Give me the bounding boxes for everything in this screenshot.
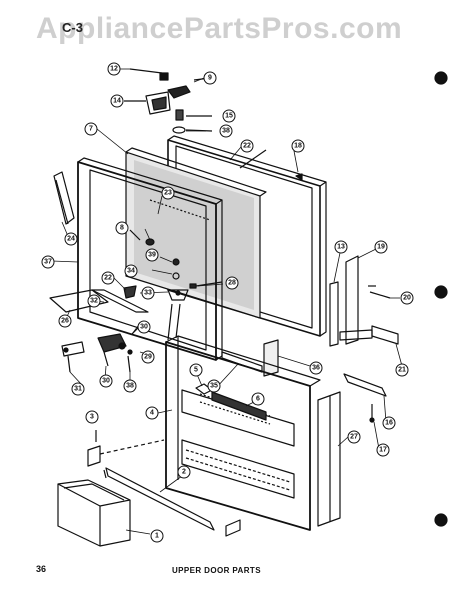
callout-24: 24 [67,236,75,243]
callout-39: 39 [148,252,156,259]
binder-hole-middle [434,285,448,299]
callout-38: 38 [126,383,134,390]
callout-circles [41,62,414,543]
watermark-text: AppliancePartsPros.com [36,12,403,45]
callout-12: 12 [110,66,118,73]
callout-23: 23 [164,190,172,197]
callout-20: 20 [403,295,411,302]
door-side-panel [317,391,341,527]
callout-35: 35 [210,383,218,390]
callout-34: 34 [127,268,135,275]
callout-13: 13 [337,244,345,251]
callout-18: 18 [294,143,302,150]
door-clip [87,445,101,467]
callout-9: 9 [208,75,212,82]
callout-37: 37 [44,259,52,266]
callout-7: 7 [89,126,93,133]
lower-bracket [49,289,109,313]
right-door-bracket [343,373,387,423]
shelf-end-cap [263,339,279,377]
callout-22-left: 22 [104,275,112,282]
callout-28: 28 [228,280,236,287]
callout-17: 17 [379,447,387,454]
right-hardware [329,255,399,347]
callout-16: 16 [385,420,393,427]
door-bin [57,479,131,547]
side-trim-strip [53,171,75,225]
callout-4: 4 [150,410,154,417]
callout-26: 26 [61,318,69,325]
lower-bracket-arm [91,289,149,313]
bottom-hinge-assembly [61,325,141,373]
callout-8: 8 [120,225,124,232]
callout-27: 27 [350,434,358,441]
center-fasteners [123,229,223,341]
callout-22: 22 [243,143,251,150]
callout-6: 6 [256,396,260,403]
callout-3: 3 [90,414,94,421]
callout-19: 19 [377,244,385,251]
callout-1: 1 [155,533,159,540]
callout-30-top: 30 [140,324,148,331]
binder-hole-bottom [434,513,448,527]
page-number: 36 [36,564,47,574]
callout-32: 32 [90,298,98,305]
bottom-trim-strip [105,467,215,531]
callout-15: 15 [225,113,233,120]
lower-hinge-cover [225,519,241,537]
page-caption: UPPER DOOR PARTS [172,566,261,575]
callout-38-top: 38 [222,128,230,135]
callout-30: 30 [102,378,110,385]
callout-29: 29 [144,354,152,361]
callout-14: 14 [113,98,121,105]
corner-code: C-3 [62,20,83,35]
callout-31: 31 [74,386,82,393]
callout-36: 36 [312,365,320,372]
callout-33: 33 [144,290,152,297]
callout-2: 2 [182,469,186,476]
binder-hole-top [434,71,448,85]
callout-21: 21 [398,367,406,374]
gasket-strip [221,351,263,373]
callout-5: 5 [194,367,198,374]
